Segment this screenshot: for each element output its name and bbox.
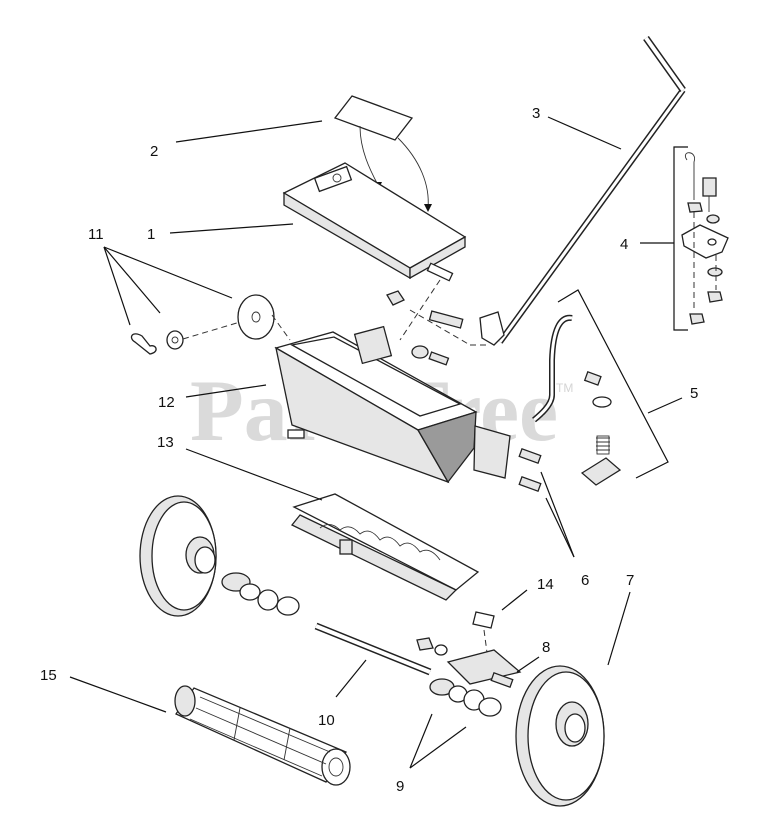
part-agitator-disc-hardware[interactable] bbox=[130, 294, 275, 355]
part-right-bearings[interactable] bbox=[429, 678, 502, 717]
callout-11: 11 bbox=[88, 226, 104, 243]
part-latch-assembly[interactable] bbox=[532, 314, 622, 486]
part-hopper-lid[interactable] bbox=[282, 162, 467, 280]
callout-14: 14 bbox=[537, 576, 554, 593]
part-bracket-hardware-kit[interactable] bbox=[681, 152, 729, 325]
part-axle-bracket[interactable] bbox=[416, 637, 522, 689]
callout-10: 10 bbox=[318, 712, 335, 729]
part-left-wheel[interactable] bbox=[139, 495, 217, 617]
callout-2: 2 bbox=[150, 143, 158, 160]
callout-9: 9 bbox=[396, 778, 404, 795]
part-decal[interactable] bbox=[333, 95, 414, 141]
watermark-trademark: TM bbox=[556, 381, 573, 395]
part-hopper[interactable] bbox=[274, 325, 511, 484]
callout-15: 15 bbox=[40, 667, 57, 684]
part-right-wheel[interactable] bbox=[515, 665, 605, 807]
callout-1: 1 bbox=[147, 226, 155, 243]
callout-8: 8 bbox=[542, 639, 550, 656]
callout-5: 5 bbox=[690, 385, 698, 402]
callout-12: 12 bbox=[158, 394, 175, 411]
lid-hinge-pin[interactable] bbox=[426, 262, 454, 282]
callout-4: 4 bbox=[620, 236, 628, 253]
callout-13: 13 bbox=[157, 434, 174, 451]
part-bolts[interactable] bbox=[518, 447, 542, 493]
part-handle[interactable] bbox=[479, 35, 686, 346]
hinge-hardware[interactable] bbox=[386, 290, 464, 366]
callout-3: 3 bbox=[532, 105, 540, 122]
callout-7: 7 bbox=[626, 572, 634, 589]
callout-6: 6 bbox=[581, 572, 589, 589]
part-axle[interactable] bbox=[314, 622, 432, 676]
part-bottom-plate[interactable] bbox=[290, 493, 480, 601]
part-roller[interactable] bbox=[174, 685, 351, 786]
part-small-decal[interactable] bbox=[472, 611, 495, 629]
part-left-bearings[interactable] bbox=[221, 572, 300, 616]
